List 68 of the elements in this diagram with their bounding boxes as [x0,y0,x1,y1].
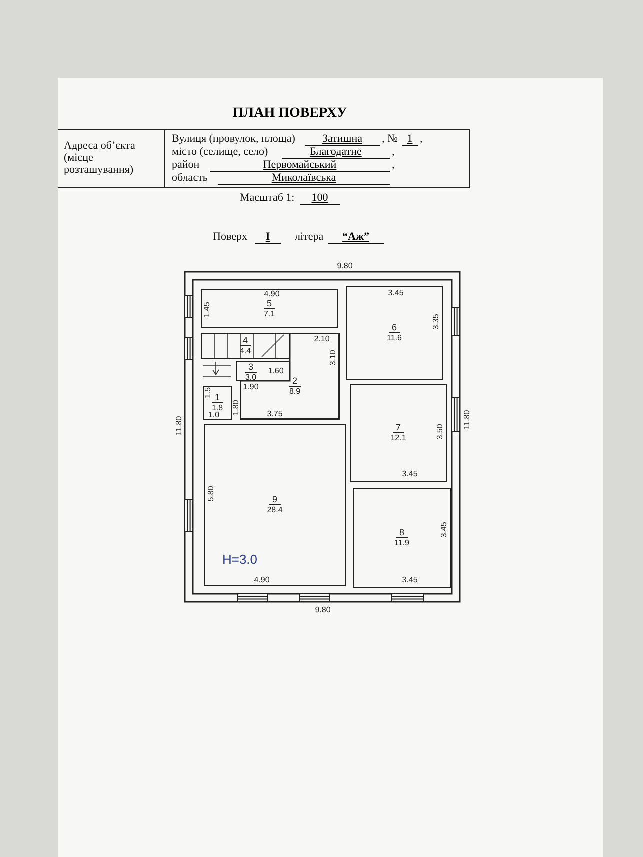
filled-in-value: “Аж” [328,231,384,244]
filled-in-value: I [255,231,281,244]
room-number: 1 [212,394,223,404]
dimension-label: 1.90 [243,382,259,392]
room-area: 7.1 [264,309,276,318]
field-caption: , [392,146,395,158]
field-caption: Поверх [213,231,248,243]
page-title: ПЛАН ПОВЕРХУ [232,106,348,121]
room-outline [201,289,338,328]
dimension-label: 1.80 [232,400,240,416]
dimension-label: 3.45 [402,576,418,584]
room-number: 3 [245,363,256,373]
room-area: 8.9 [289,387,301,396]
room-outline [203,386,232,420]
dimension-label: 1.5 [204,387,212,399]
room-outline [240,333,340,420]
dimension-label: 9.80 [315,606,331,614]
dimension-label: 5.80 [206,486,216,502]
field-caption: літера [295,231,324,243]
dimension-label: 4.90 [254,576,270,584]
room-area: 3.0 [245,373,257,382]
field-caption: Вулиця (провулок, площа) [172,133,296,145]
dimension-label: 3.45 [388,288,404,298]
dimension-label: 11.80 [174,416,184,436]
room-area: 12.1 [390,434,406,442]
dimension-label: 3.75 [267,410,283,418]
filled-in-value: 100 [300,192,340,205]
dimension-label: 1.60 [268,366,284,376]
field-caption: область [172,172,208,184]
room-area: 11.6 [387,334,402,342]
filled-in-value: Благодатне [282,146,390,159]
room-number: 6 [388,324,400,334]
room-number: 8 [396,528,408,538]
room-number: 7 [392,424,404,434]
filled-in-value: 1 [402,133,418,146]
room-number: 5 [264,299,275,309]
dimension-label: 4.90 [264,290,280,298]
field-caption: , № [382,133,398,145]
dimension-label: 9.80 [337,262,353,270]
filled-in-value: Первомайський [210,159,390,172]
room-outline [236,361,290,381]
handwritten-note: H=3.0 [222,553,258,567]
dimension-label: 2.10 [314,334,330,344]
room-area: 1.8 [212,404,224,412]
dimension-label: 1.0 [208,410,220,420]
dimension-label: 3.50 [436,424,444,440]
field-caption: район [172,159,200,171]
field-caption: місто (селище, село) [172,146,268,158]
dimension-label: 3.45 [402,470,418,478]
field-heading: Адреса об’єкта (місце розташування) [64,140,136,176]
field-caption: , [420,133,423,145]
filled-in-value: Затишна [305,133,380,146]
filled-in-value: Миколаївська [218,172,390,185]
dimension-label: 3.35 [432,314,440,330]
room-area: 28.4 [267,506,283,514]
field-caption: , [392,159,395,171]
room-number: 9 [269,496,280,506]
room-number: 2 [289,377,300,387]
room-outline [204,424,346,586]
room-outline [353,488,451,588]
dimension-label: 11.80 [462,410,472,430]
room-area: 11.9 [394,538,410,548]
dimension-label: 3.10 [328,350,338,366]
dimension-label: 1.45 [202,302,212,318]
room-outline [350,384,447,482]
room-outline [346,286,443,380]
dimension-label: 3.45 [440,522,448,538]
field-caption: Масштаб 1: [240,192,295,204]
